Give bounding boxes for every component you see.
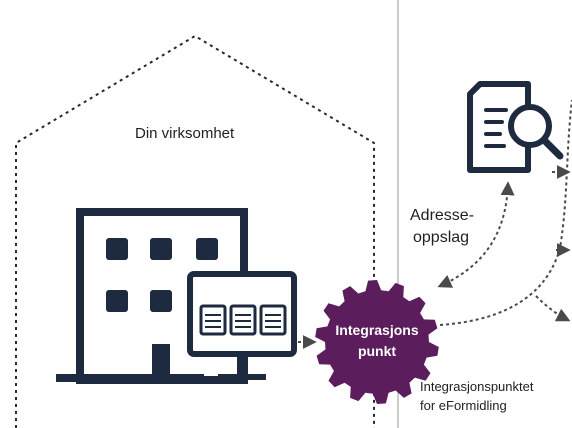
lookup-label-line1: Adresse- [410,207,474,224]
caption-line2: for eFormidling [420,398,507,413]
organization-label: Din virksomhet [135,125,235,142]
gear-icon [315,280,439,404]
gear-label-line2: punkt [358,343,396,359]
lookup-label-line2: oppslag [413,229,469,246]
organization-boundary [15,34,375,428]
document-search-icon [467,81,564,173]
gear-label-line1: Integrasjons [335,322,418,338]
building-icon [56,208,248,384]
computer-icon [187,271,297,380]
arrow-to-right-bottom [535,295,571,322]
arrow-lookup [437,181,515,288]
caption-line1: Integrasjonspunktet [420,379,534,394]
